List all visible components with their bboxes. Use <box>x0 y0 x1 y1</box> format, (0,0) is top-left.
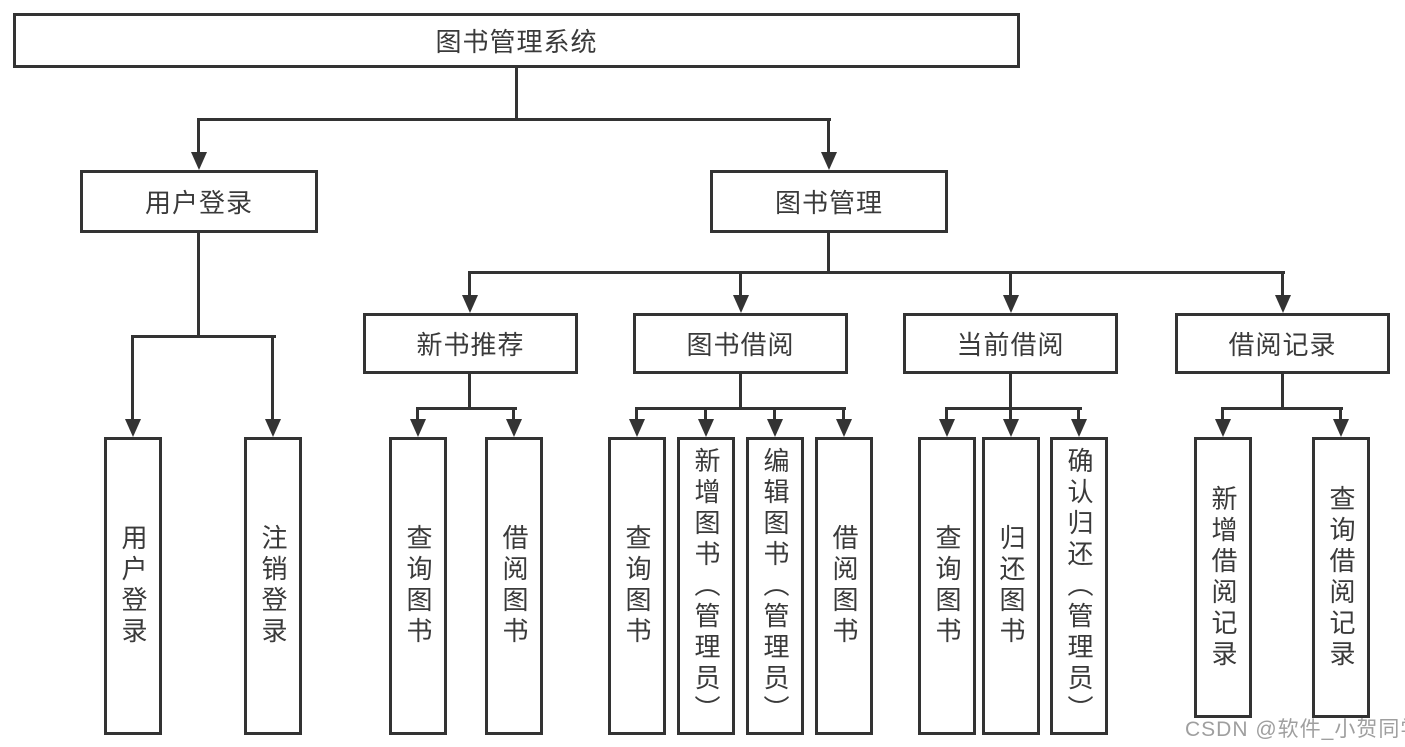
connector-vline <box>635 407 638 421</box>
connector-hline <box>416 407 517 410</box>
arrowhead-down <box>410 419 426 437</box>
node-label: 确认归还（管理员） <box>1064 446 1094 726</box>
connector-vline <box>739 374 742 407</box>
connector-vline <box>1077 407 1080 421</box>
connector-vline <box>131 335 134 421</box>
node-query-borrow-record: 查询借阅记录 <box>1312 437 1370 718</box>
arrowhead-down <box>1333 419 1349 437</box>
node-recommend-borrow-books: 借阅图书 <box>485 437 543 735</box>
node-label: 当前借阅 <box>956 330 1065 360</box>
node-label: 图书管理系统 <box>435 27 598 57</box>
arrowhead-down <box>1003 419 1019 437</box>
node-current-borrowing: 当前借阅 <box>903 313 1118 374</box>
node-user-login-group: 用户登录 <box>80 170 318 233</box>
arrowhead-down <box>836 419 852 437</box>
node-return-books: 归还图书 <box>982 437 1040 735</box>
arrowhead-down <box>939 419 955 437</box>
arrowhead-down <box>733 295 749 313</box>
node-borrowing-borrow-books: 借阅图书 <box>815 437 873 735</box>
connector-vline <box>197 118 200 154</box>
connector-vline <box>945 407 948 421</box>
node-label: 用户登录 <box>144 188 253 218</box>
node-label: 新书推荐 <box>416 330 525 360</box>
connector-vline <box>704 407 707 421</box>
connector-vline <box>512 407 515 421</box>
node-borrowing-query-books: 查询图书 <box>608 437 666 735</box>
connector-vline <box>1009 271 1012 297</box>
arrowhead-down <box>1071 419 1087 437</box>
node-label: 借阅图书 <box>829 524 859 648</box>
connector-vline <box>842 407 845 421</box>
node-new-book-recommendation: 新书推荐 <box>363 313 578 374</box>
arrowhead-down <box>629 419 645 437</box>
node-label: 查询借阅记录 <box>1326 484 1356 671</box>
node-label: 查询图书 <box>403 524 433 648</box>
arrowhead-down <box>767 419 783 437</box>
node-book-borrowing: 图书借阅 <box>633 313 848 374</box>
connector-vline <box>468 374 471 407</box>
node-label: 注销登录 <box>258 524 288 648</box>
node-current-query-books: 查询图书 <box>918 437 976 735</box>
node-logout-login: 注销登录 <box>244 437 302 735</box>
arrowhead-down <box>1275 295 1291 313</box>
csdn-watermark: CSDN @软件_小贺同学 <box>1185 718 1405 741</box>
node-label: 图书借阅 <box>686 330 795 360</box>
arrowhead-down <box>191 152 207 170</box>
connector-vline <box>416 407 419 421</box>
connector-vline <box>468 271 471 297</box>
connector-vline <box>1009 407 1012 421</box>
connector-vline <box>197 233 200 335</box>
arrowhead-down <box>462 295 478 313</box>
connector-hline <box>131 335 276 338</box>
connector-hline <box>1221 407 1343 410</box>
node-label: 查询图书 <box>932 524 962 648</box>
connector-vline <box>1339 407 1342 421</box>
connector-hline <box>945 407 1082 410</box>
node-label: 用户登录 <box>118 524 148 648</box>
arrowhead-down <box>125 419 141 437</box>
arrowhead-down <box>506 419 522 437</box>
node-label: 查询图书 <box>622 524 652 648</box>
connector-vline <box>773 407 776 421</box>
connector-vline <box>1221 407 1224 421</box>
connector-vline <box>271 335 274 421</box>
connector-hline <box>197 118 831 121</box>
node-label: 新增图书（管理员） <box>691 446 721 726</box>
connector-hline <box>635 407 846 410</box>
node-borrowing-records: 借阅记录 <box>1175 313 1390 374</box>
node-confirm-return-admin: 确认归还（管理员） <box>1050 437 1108 735</box>
node-recommend-query-books: 查询图书 <box>389 437 447 735</box>
node-label: 编辑图书（管理员） <box>760 446 790 726</box>
node-label: 借阅图书 <box>499 524 529 648</box>
connector-vline <box>827 118 830 154</box>
arrowhead-down <box>1003 295 1019 313</box>
node-label: 借阅记录 <box>1228 330 1337 360</box>
connector-vline <box>515 68 518 118</box>
node-library-management-system: 图书管理系统 <box>13 13 1020 68</box>
connector-vline <box>1281 374 1284 407</box>
node-label: 图书管理 <box>774 188 883 218</box>
arrowhead-down <box>821 152 837 170</box>
node-add-borrow-record: 新增借阅记录 <box>1194 437 1252 718</box>
arrowhead-down <box>698 419 714 437</box>
arrowhead-down <box>265 419 281 437</box>
connector-hline <box>468 271 1285 274</box>
node-edit-books-admin: 编辑图书（管理员） <box>746 437 804 735</box>
connector-vline <box>1009 374 1012 407</box>
node-book-management-group: 图书管理 <box>710 170 948 233</box>
node-label: 归还图书 <box>996 524 1026 648</box>
connector-vline <box>1281 271 1284 297</box>
node-label: 新增借阅记录 <box>1208 484 1238 671</box>
node-user-login: 用户登录 <box>104 437 162 735</box>
connector-vline <box>739 271 742 297</box>
node-add-books-admin: 新增图书（管理员） <box>677 437 735 735</box>
arrowhead-down <box>1215 419 1231 437</box>
connector-vline <box>827 233 830 273</box>
